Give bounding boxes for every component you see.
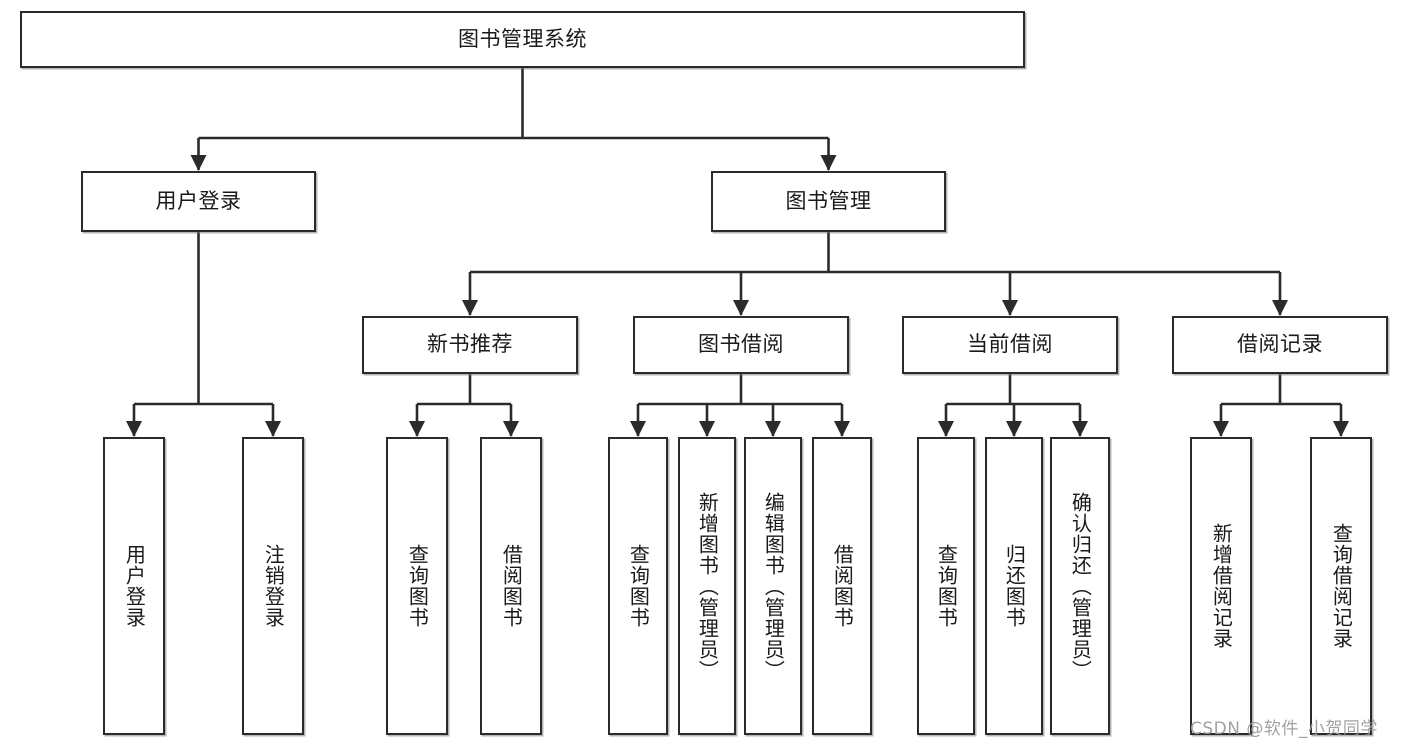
node-leaf-add-book[interactable]: 新增图书（管理员） [678,437,736,735]
arrow-icon-current-borrow-to-leaf-return-book [1006,421,1022,437]
arrow-icon-current-borrow-to-leaf-query-book-3 [938,421,954,437]
arrow-icon-book-manage-to-borrow-record [1272,300,1288,316]
node-label-user-login: 用户登录 [155,188,242,213]
node-label-leaf-query-book-2: 查询图书 [626,544,651,628]
arrow-icon-borrow-record-to-leaf-query-record [1333,421,1349,437]
arrow-icon-new-book-rec-to-leaf-borrow-book-1 [503,421,519,437]
arrow-icon-user-login-to-leaf-user-logout [265,421,281,437]
node-leaf-add-record[interactable]: 新增借阅记录 [1190,437,1252,735]
arrow-icon-user-login-to-leaf-user-login [126,421,142,437]
arrow-icon-book-borrow-to-leaf-add-book [699,421,715,437]
node-leaf-edit-book[interactable]: 编辑图书（管理员） [744,437,802,735]
node-leaf-borrow-book-1[interactable]: 借阅图书 [480,437,542,735]
node-borrow-record[interactable]: 借阅记录 [1172,316,1388,374]
node-label-book-borrow: 图书借阅 [698,332,784,357]
arrow-icon-book-manage-to-book-borrow [733,300,749,316]
node-label-book-manage: 图书管理 [785,188,872,213]
arrow-icon-book-manage-to-new-book-rec [462,300,478,316]
arrow-icon-borrow-record-to-leaf-add-record [1213,421,1229,437]
node-label-root: 图书管理系统 [458,26,587,51]
arrow-icon-book-borrow-to-leaf-query-book-2 [630,421,646,437]
arrow-icon-current-borrow-to-leaf-confirm-return [1072,421,1088,437]
node-leaf-query-book-2[interactable]: 查询图书 [608,437,668,735]
node-leaf-confirm-return[interactable]: 确认归还（管理员） [1050,437,1110,735]
node-label-leaf-add-record: 新增借阅记录 [1209,523,1234,649]
node-book-borrow[interactable]: 图书借阅 [633,316,849,374]
node-label-leaf-borrow-book-2: 借阅图书 [830,544,855,628]
node-leaf-borrow-book-2[interactable]: 借阅图书 [812,437,872,735]
arrow-icon-new-book-rec-to-leaf-query-book-1 [409,421,425,437]
node-leaf-query-record[interactable]: 查询借阅记录 [1310,437,1372,735]
node-label-leaf-query-record: 查询借阅记录 [1329,523,1354,649]
node-book-manage[interactable]: 图书管理 [711,171,946,232]
node-leaf-query-book-3[interactable]: 查询图书 [917,437,975,735]
node-new-book-rec[interactable]: 新书推荐 [362,316,578,374]
arrow-icon-book-manage-to-current-borrow [1002,300,1018,316]
node-label-leaf-query-book-1: 查询图书 [405,544,430,628]
node-leaf-query-book-1[interactable]: 查询图书 [386,437,448,735]
node-label-leaf-user-logout: 注销登录 [261,544,286,628]
node-leaf-user-login[interactable]: 用户登录 [103,437,165,735]
node-label-leaf-user-login: 用户登录 [122,544,147,628]
arrow-icon-root-to-book-manage [820,155,837,171]
node-label-leaf-confirm-return: 确认归还（管理员） [1068,491,1093,681]
node-label-leaf-edit-book: 编辑图书（管理员） [761,491,786,681]
node-leaf-return-book[interactable]: 归还图书 [985,437,1043,735]
node-leaf-user-logout[interactable]: 注销登录 [242,437,304,735]
node-label-leaf-add-book: 新增图书（管理员） [695,491,720,681]
watermark-label: CSDN @软件_小贺同学 [1190,719,1378,739]
node-label-borrow-record: 借阅记录 [1237,332,1323,357]
node-label-leaf-borrow-book-1: 借阅图书 [499,544,524,628]
arrow-icon-book-borrow-to-leaf-borrow-book-2 [834,421,850,437]
node-label-leaf-return-book: 归还图书 [1002,544,1027,628]
arrow-icon-root-to-user-login [190,155,207,171]
node-current-borrow[interactable]: 当前借阅 [902,316,1118,374]
arrow-icon-book-borrow-to-leaf-edit-book [765,421,781,437]
node-user-login[interactable]: 用户登录 [81,171,316,232]
node-root[interactable]: 图书管理系统 [20,11,1025,68]
node-label-new-book-rec: 新书推荐 [427,332,513,357]
node-label-leaf-query-book-3: 查询图书 [934,544,959,628]
node-label-current-borrow: 当前借阅 [967,332,1053,357]
